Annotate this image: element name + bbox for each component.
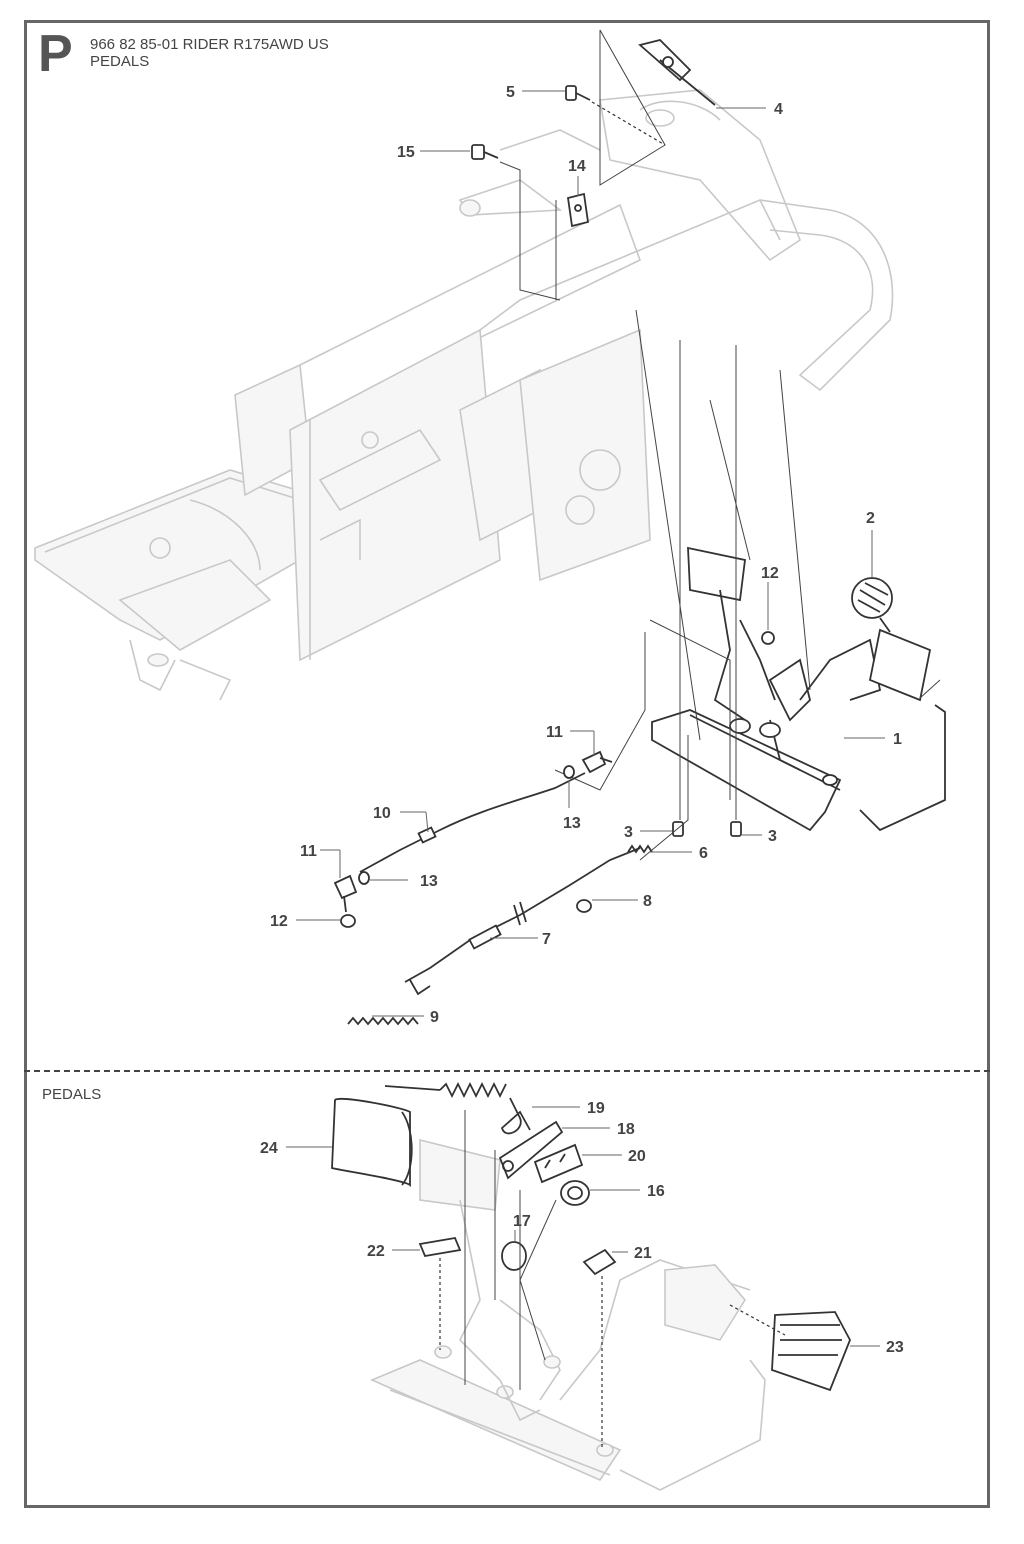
section-letter: P [38,25,73,83]
callout-22: 22 [367,1243,385,1260]
callout-23: 23 [886,1339,904,1356]
part-5-screw [565,85,591,101]
callout-12-upper: 12 [761,565,779,582]
callout-12-lower: 12 [270,913,288,930]
part-15-screw [471,144,499,160]
part-7-cable [404,847,641,996]
callout-13-lower: 13 [420,873,438,890]
section2-label: PEDALS [42,1086,102,1103]
part-6-spring [627,844,653,854]
callout-1: 1 [893,731,902,748]
part-19-spring [384,1081,531,1135]
part-11-balljoint-lower [333,874,358,913]
callout-2: 2 [866,510,875,527]
section-divider [24,1070,990,1072]
callout-24: 24 [260,1140,278,1157]
callout-9: 9 [430,1009,439,1026]
callout-7: 7 [542,931,551,948]
part-24-pedal-pad [331,1098,413,1188]
part-23-pedal-pad [664,1264,851,1392]
callout-10: 10 [373,805,391,822]
callout-16: 16 [647,1183,665,1200]
callout-6: 6 [699,845,708,862]
callout-3-left: 3 [624,824,633,841]
part-1-pedal-assembly [651,546,946,832]
diagram-title: 966 82 85-01 RIDER R175AWD US PEDALS [90,36,329,70]
part-11-balljoint-upper [581,750,613,774]
callout-8: 8 [643,893,652,910]
callout-18: 18 [617,1121,635,1138]
callout-3-right: 3 [768,828,777,845]
title-line-1: 966 82 85-01 RIDER R175AWD US [90,36,329,53]
callout-11-lower: 11 [300,843,317,860]
part-21-clip [582,1248,617,1276]
part-10-cable [359,772,586,873]
title-line-2: PEDALS [90,53,150,70]
callout-17: 17 [513,1213,531,1230]
callout-15: 15 [397,144,415,161]
part-13-washer-upper [563,765,575,779]
part-18-lever [498,1120,564,1180]
part-8-ring [576,899,592,913]
part-3-bolt-left [672,821,684,837]
callout-numbers: 1 2 3 3 4 5 6 7 8 9 10 11 11 12 12 13 13… [260,84,904,1356]
part-9-spring [347,1016,419,1026]
part-17-bushing [501,1241,527,1271]
callout-19: 19 [587,1100,605,1117]
part-20-block [533,1143,584,1184]
part-12-nut-lower [340,914,356,928]
part-13-washer-lower [358,871,370,885]
callout-4: 4 [774,101,783,118]
callout-11-upper: 11 [546,724,563,741]
part-22-plate [418,1236,462,1258]
callout-5: 5 [506,84,515,101]
chassis-frame-ghost [34,89,894,701]
callout-leaders [286,90,885,1347]
part-2-knob [851,577,893,633]
part-4-switch [638,39,716,106]
callout-13-upper: 13 [563,815,581,832]
part-3-bolt-right [730,821,742,837]
lower-pedal-assembly-ghost [369,1138,766,1491]
drawing-frame [24,20,990,1508]
part-12-nut-upper [761,631,775,645]
part-16-bushing [560,1180,590,1206]
callout-21: 21 [634,1245,652,1262]
part-14-bracket [566,192,590,228]
callout-14: 14 [568,158,586,175]
callout-20: 20 [628,1148,646,1165]
